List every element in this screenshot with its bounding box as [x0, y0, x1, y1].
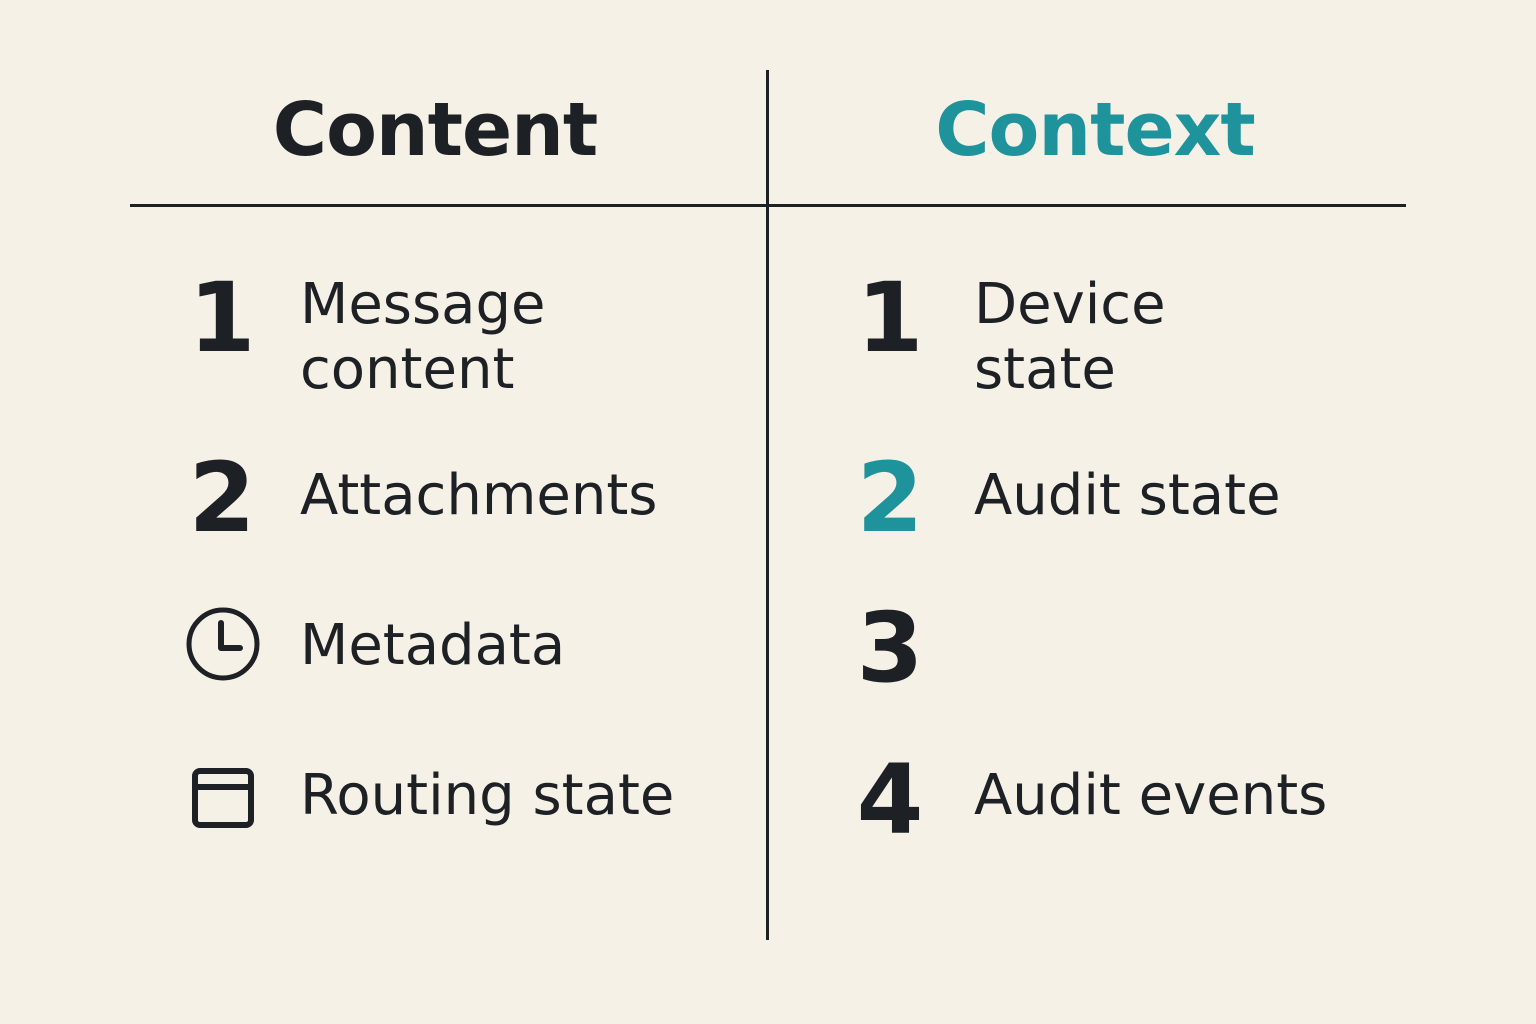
content-item-3-label: Metadata [300, 613, 566, 678]
content-column-title: Content [272, 87, 598, 173]
context-item-4-label: Audit events [974, 763, 1328, 828]
content-item-1-label: Message content [300, 272, 546, 402]
content-item-2-number: 2 [188, 442, 256, 554]
vertical-divider [766, 70, 769, 940]
context-column-title: Context [935, 87, 1256, 173]
context-item-1-number: 1 [856, 262, 924, 374]
context-item-2-number: 2 [856, 442, 924, 554]
content-item-1-number: 1 [188, 262, 256, 374]
content-item-4-label: Routing state [300, 763, 675, 828]
context-item-3-number: 3 [856, 592, 924, 704]
context-item-2-label: Audit state [974, 463, 1281, 528]
context-item-4-number: 4 [856, 744, 924, 856]
clock-icon [186, 607, 260, 681]
window-icon [192, 768, 254, 828]
content-item-2-label: Attachments [300, 463, 658, 528]
context-item-1-label: Device state [974, 272, 1166, 402]
